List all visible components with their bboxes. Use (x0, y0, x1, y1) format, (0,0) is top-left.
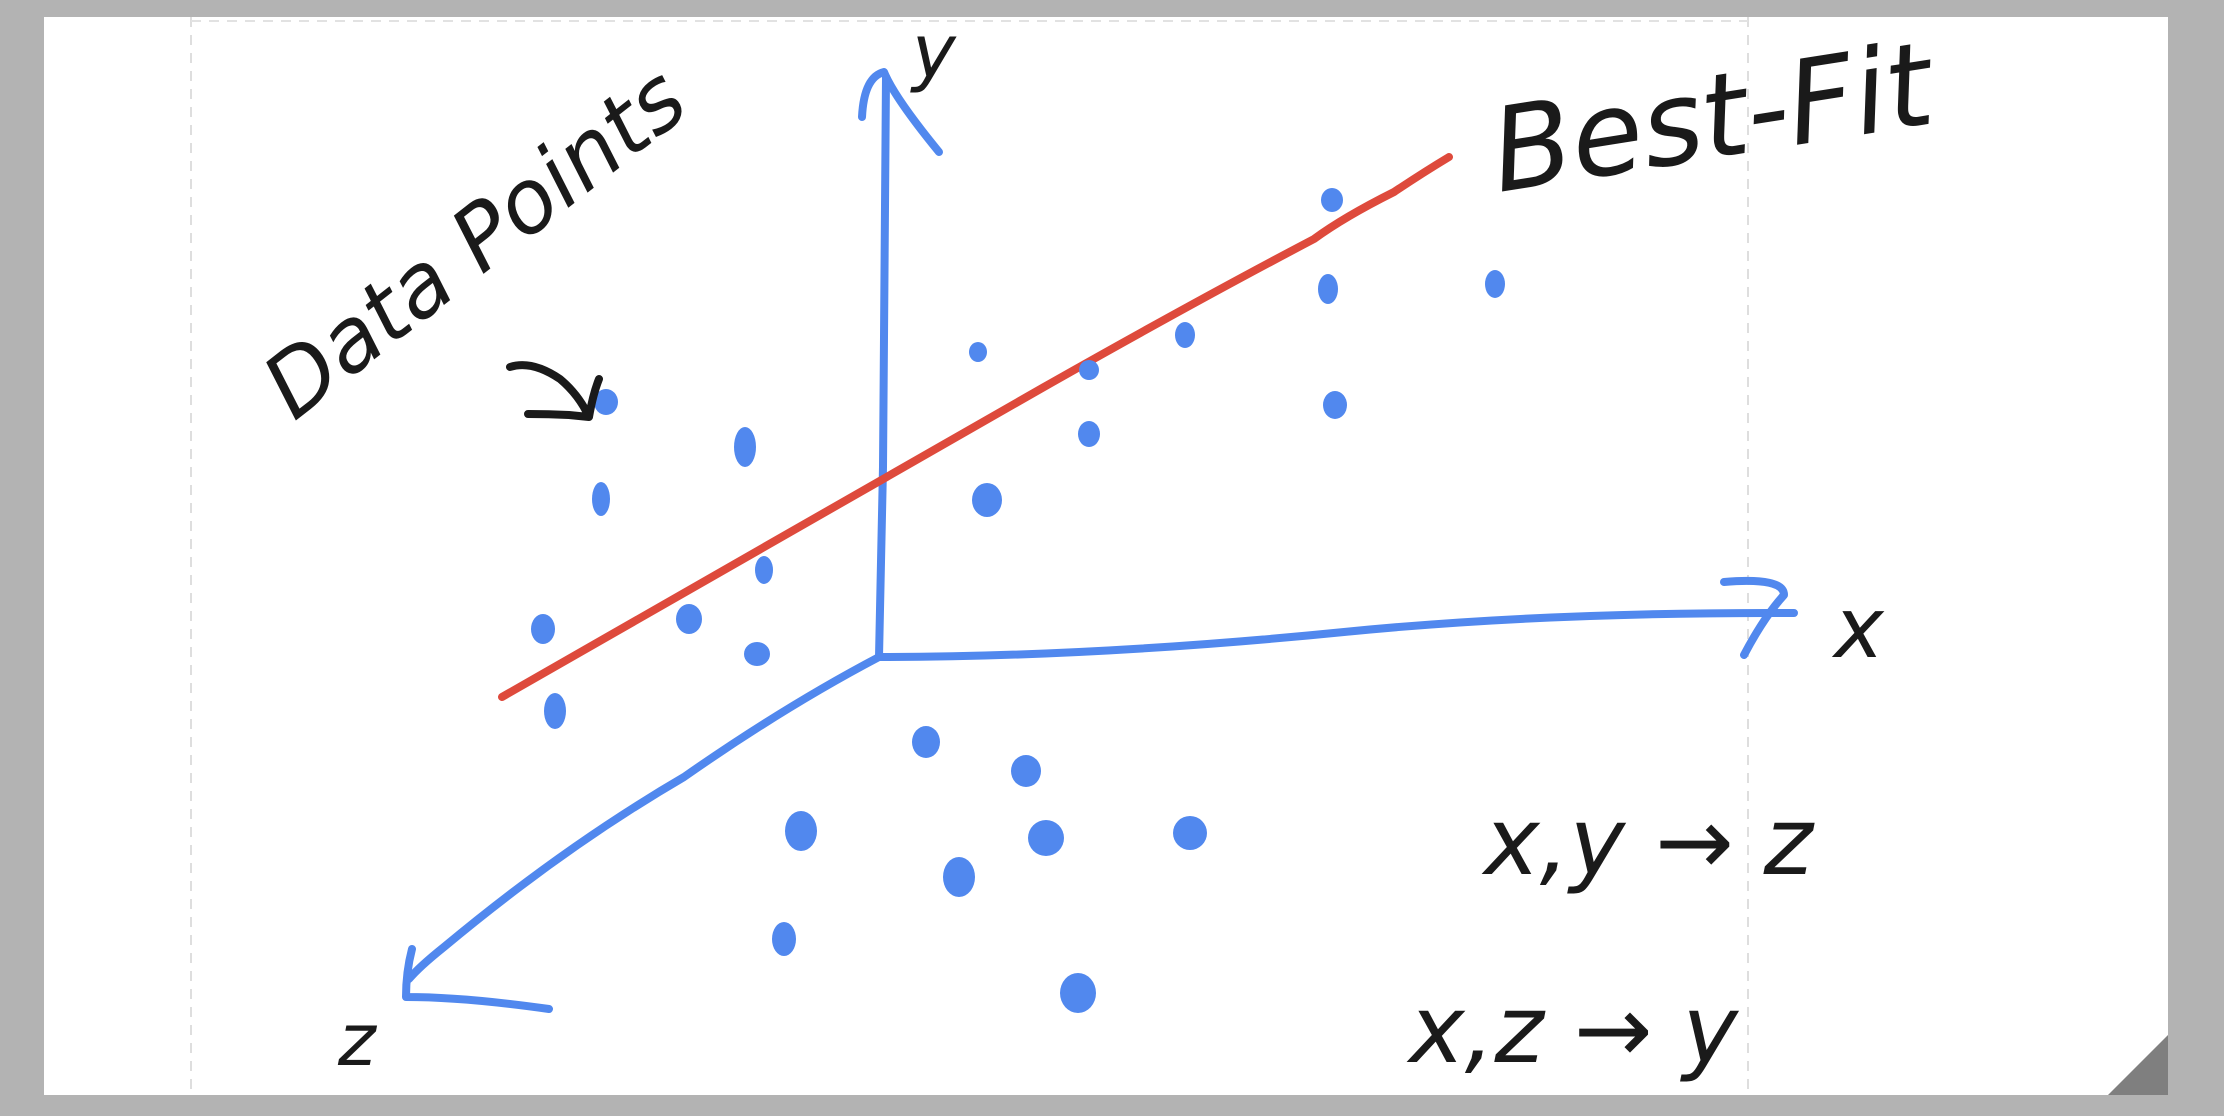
xz-to-y-note: x,z → y (1406, 976, 1739, 1085)
best-fit-label: Best-Fit (1482, 17, 1945, 220)
z-axis-label: z (337, 998, 378, 1082)
drawing-canvas[interactable]: y x z Best-Fit Data Points x,y → z x,z →… (44, 17, 2168, 1095)
data-point (912, 726, 940, 758)
data-point (676, 604, 702, 634)
resize-corner-icon[interactable] (2108, 1035, 2168, 1095)
data-points-label: Data Points (244, 46, 706, 438)
z-axis-line (405, 653, 883, 983)
z-axis-arrowhead (402, 945, 553, 1013)
x-axis-line (875, 608, 1798, 661)
data-point (772, 922, 796, 956)
data-point (1028, 820, 1064, 856)
pointer-arrow (506, 361, 603, 421)
y-axis-line (875, 73, 890, 661)
data-point (744, 642, 770, 666)
data-point (1078, 421, 1100, 447)
data-point (755, 556, 773, 584)
data-point (531, 614, 555, 644)
y-axis-arrowhead (858, 68, 943, 156)
data-point (1011, 755, 1041, 787)
sketch-svg: y x z Best-Fit Data Points x,y → z x,z →… (190, 17, 1946, 1095)
data-point (734, 427, 756, 467)
data-point (969, 342, 987, 362)
y-axis-label: y (910, 17, 957, 95)
data-point (785, 811, 817, 851)
x-axis-label: x (1831, 579, 1885, 677)
data-point (1079, 360, 1099, 380)
data-point (592, 482, 610, 516)
data-point (1323, 391, 1347, 419)
data-point (943, 857, 975, 897)
data-point (1321, 188, 1343, 212)
data-point (1060, 973, 1096, 1013)
data-point (1175, 322, 1195, 348)
x-axis-arrowhead (1720, 576, 1788, 659)
data-point (1318, 274, 1338, 304)
data-point (544, 693, 566, 729)
data-point (972, 483, 1002, 517)
best-fit-line (498, 153, 1453, 701)
data-point (594, 389, 618, 415)
data-points (531, 188, 1505, 1013)
data-point (1173, 816, 1207, 850)
data-point (1485, 270, 1505, 298)
xy-to-z-note: x,y → z (1481, 788, 1816, 897)
